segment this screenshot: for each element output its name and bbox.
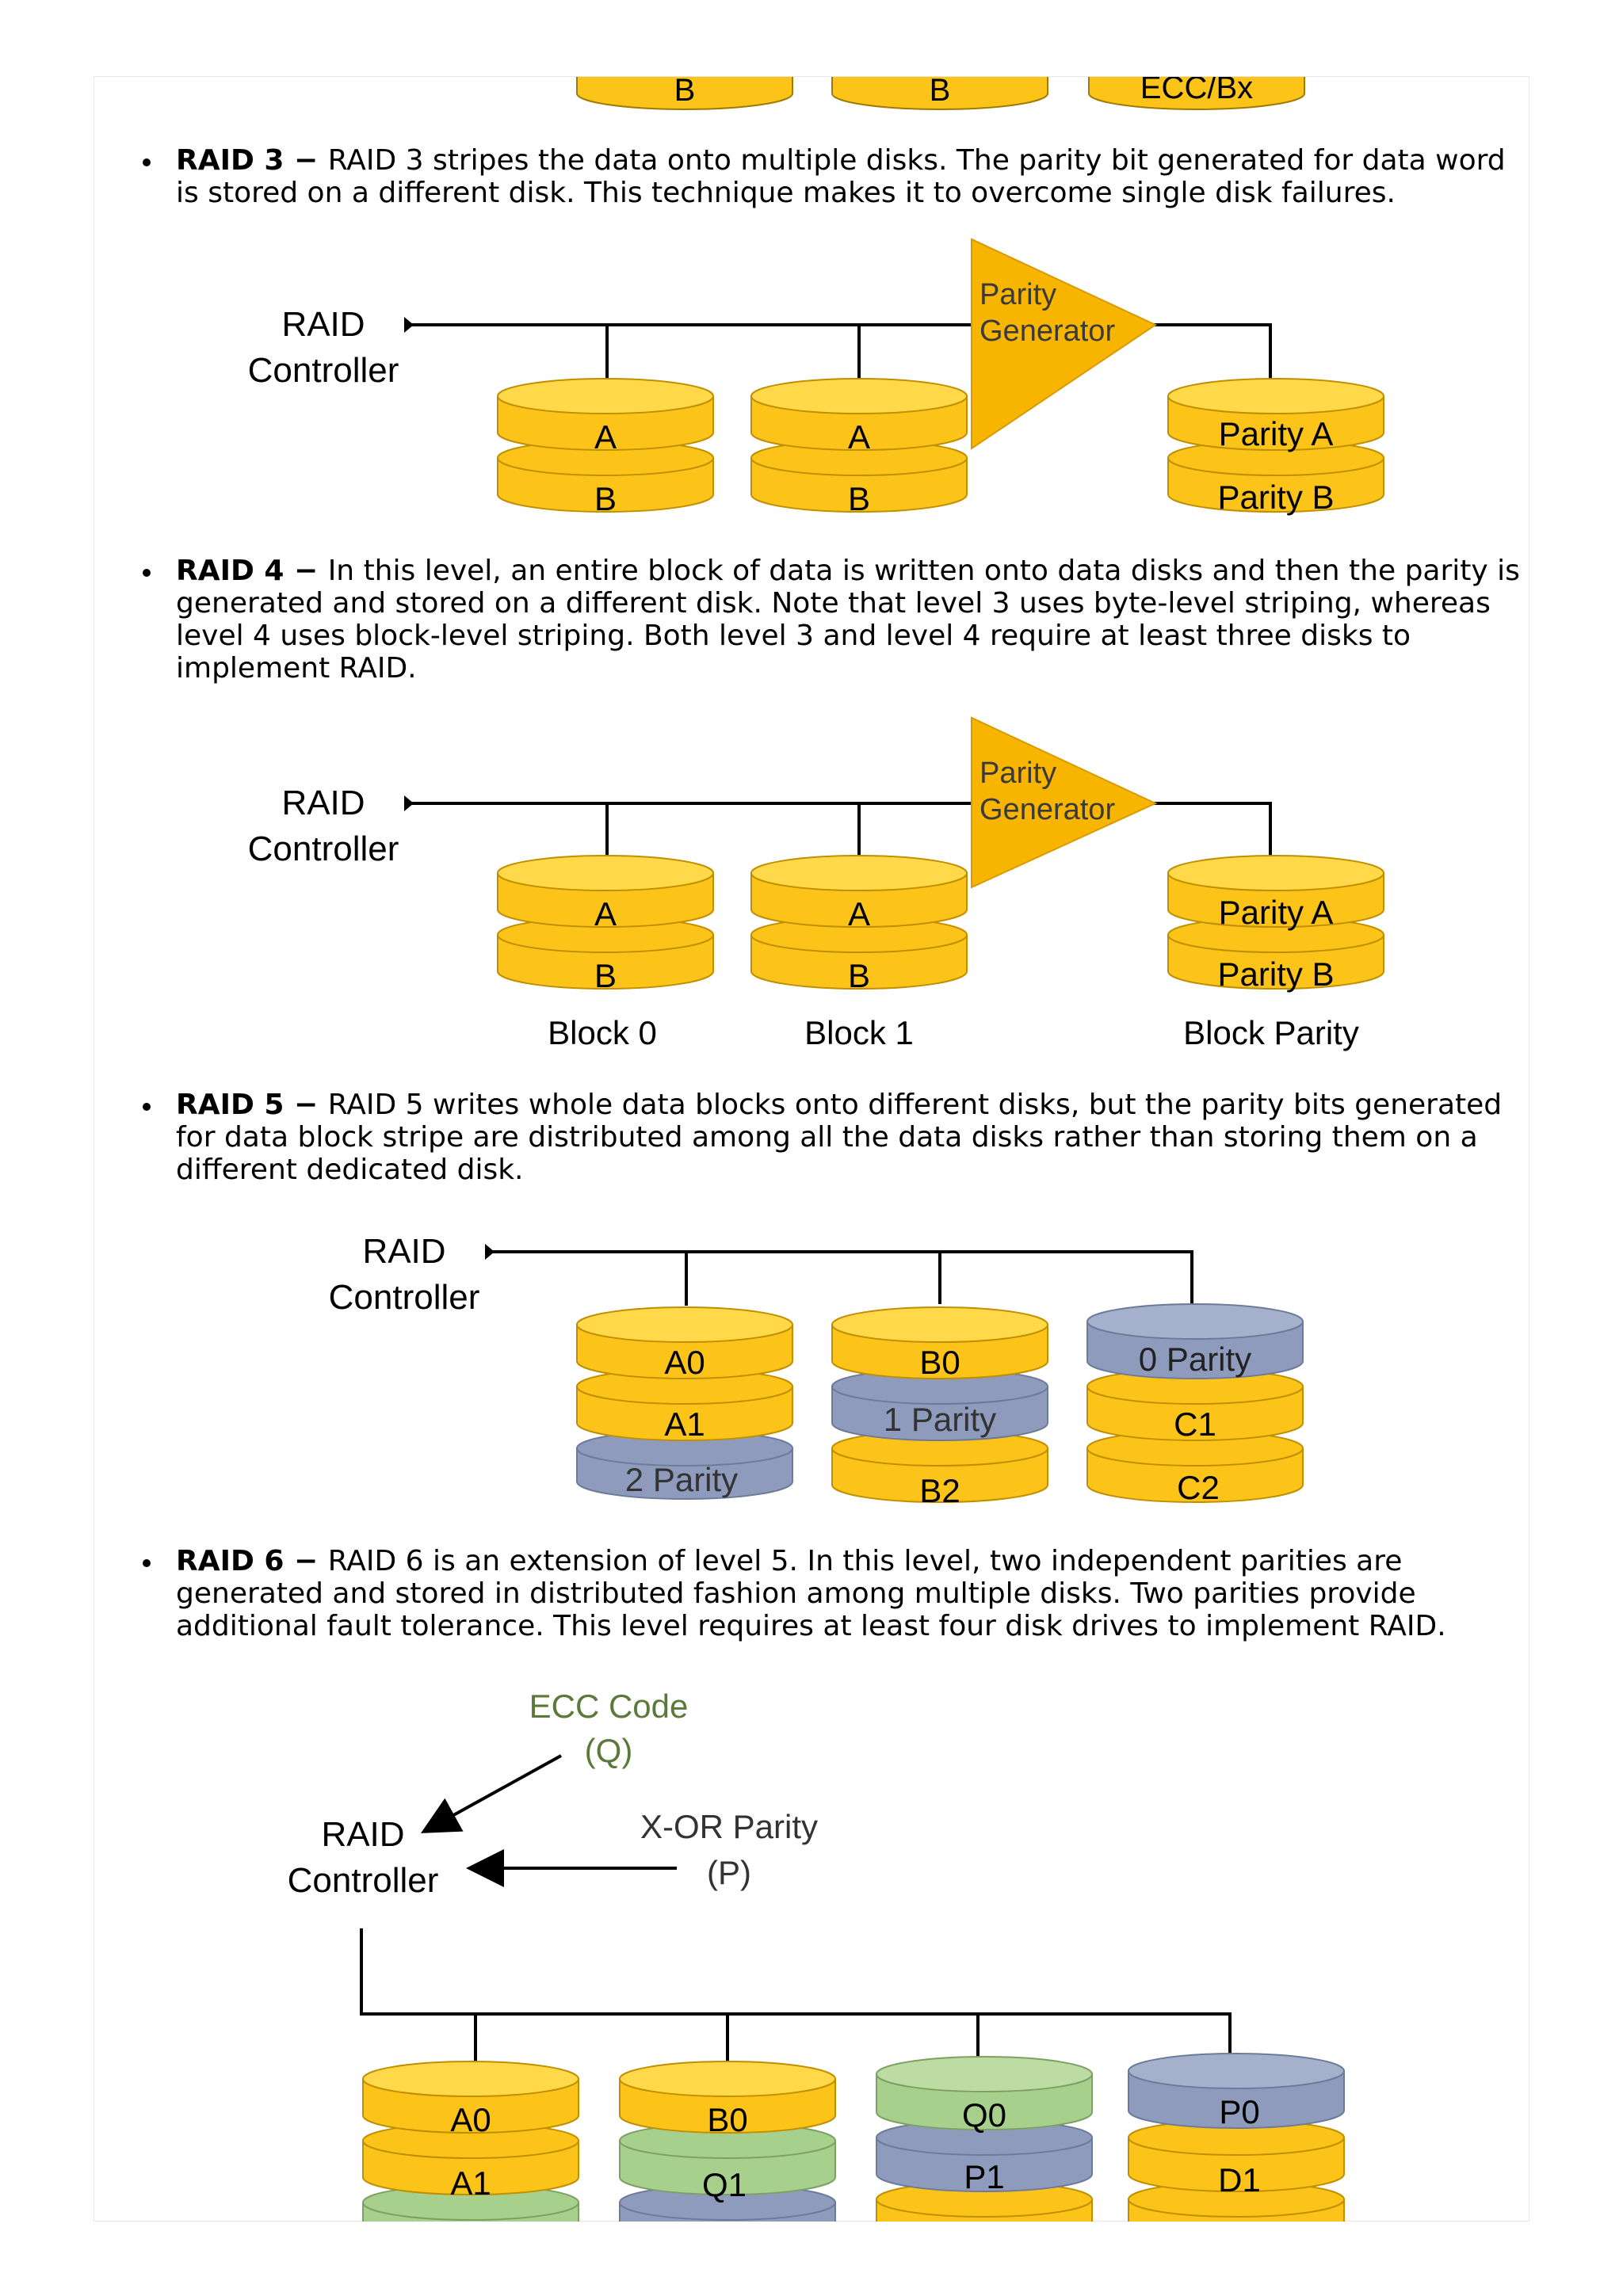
fragment-disk-1: B xyxy=(576,73,793,110)
raid6-ecc-line2: (Q) xyxy=(585,1732,633,1769)
raid5-disk-3-row3: C2 xyxy=(1177,1469,1220,1506)
raid5-disk-2: B0 1 Parity B2 xyxy=(831,1306,1048,1509)
raid5-controller-line1: RAID xyxy=(362,1232,445,1271)
raid5-disk-3: 0 Parity C1 C2 xyxy=(1086,1303,1304,1506)
raid6-disk-4: P0 D1 xyxy=(1128,2053,1345,2222)
raid3-text: RAID 3 stripes the data onto multiple di… xyxy=(176,144,1506,209)
raid5-disk-1: A0 A1 2 Parity xyxy=(576,1306,793,1500)
raid4-controller-line2: Controller xyxy=(248,830,399,868)
raid4-paragraph: RAID 4 − In this level, an entire block … xyxy=(176,555,1523,685)
raid3-controller-line2: Controller xyxy=(248,351,399,390)
raid6-disk-3-row1: Q0 xyxy=(962,2096,1006,2134)
raid4-text: In this level, an entire block of data i… xyxy=(176,555,1520,685)
raid6-xor-line1: X-OR Parity xyxy=(640,1808,818,1845)
raid5-disk-2-row3: B2 xyxy=(919,1472,960,1509)
raid4-diagram: RAID Controller Parity Generator A B A B xyxy=(248,716,1384,1051)
raid6-disk-2-row2: Q1 xyxy=(702,2166,747,2203)
raid5-disk-1-row3: 2 Parity xyxy=(625,1461,738,1498)
top-fragment: B B ECC/Bx xyxy=(576,71,1305,110)
raid4-disk-2-bottom: B xyxy=(848,957,870,994)
raid6-bus-line xyxy=(360,1928,1232,2068)
raid5-disk-1-row2: A1 xyxy=(664,1405,705,1443)
raid5-disk-1-row1: A0 xyxy=(664,1344,705,1381)
raid3-disk-3: Parity A Parity B xyxy=(1167,378,1384,516)
raid6-text: RAID 6 is an extension of level 5. In th… xyxy=(176,1545,1446,1642)
raid5-diagram: RAID Controller A0 A1 2 Parity B0 xyxy=(329,1232,1304,1509)
raid5-disk-3-row1: 0 Parity xyxy=(1139,1341,1251,1378)
raid4-disk-1-top: A xyxy=(594,895,617,933)
raid6-disk-4-row1: P0 xyxy=(1219,2093,1259,2130)
raid3-parity-line2: Generator xyxy=(980,315,1115,348)
bullet-raid4 xyxy=(143,569,151,577)
raid3-disk-1-bottom: B xyxy=(594,480,617,517)
raid4-disk-3-top: Parity A xyxy=(1219,894,1334,931)
raid5-paragraph: RAID 5 − RAID 5 writes whole data blocks… xyxy=(176,1089,1523,1186)
raid5-disk-3-row2: C1 xyxy=(1174,1405,1216,1443)
raid5-disk-2-row2: 1 Parity xyxy=(884,1401,996,1438)
raid4-caption-block-parity: Block Parity xyxy=(1183,1014,1359,1051)
raid6-dash: − xyxy=(284,1545,328,1577)
raid3-disk-2: A B xyxy=(750,378,968,517)
raid4-disk-3: Parity A Parity B xyxy=(1167,855,1384,993)
raid5-controller-line2: Controller xyxy=(329,1278,480,1317)
raid6-xor-line2: (P) xyxy=(707,1854,751,1891)
raid6-disk-2: B0 Q1 xyxy=(619,2061,836,2222)
raid4-disk-2-top: A xyxy=(848,895,870,933)
fragment-disk-1-label: B xyxy=(674,73,696,108)
fragment-disk-2: B xyxy=(831,73,1048,110)
raid4-dash: − xyxy=(284,555,328,587)
raid3-disk-1: A B xyxy=(497,378,714,517)
raid4-parity-generator: Parity Generator xyxy=(971,716,1158,889)
raid3-diagram: RAID Controller Parity Generator A B A B xyxy=(248,238,1384,517)
raid4-disk-2: A B xyxy=(750,855,968,994)
raid6-disk-3-row2: P1 xyxy=(964,2158,1004,2195)
raid6-title: RAID 6 xyxy=(176,1545,285,1577)
raid6-disk-1: A0 A1 xyxy=(362,2061,579,2222)
raid3-disk-2-top: A xyxy=(848,418,870,456)
raid6-controller-line1: RAID xyxy=(321,1815,404,1854)
raid4-parity-line2: Generator xyxy=(980,793,1115,826)
raid4-disk-1-bottom: B xyxy=(594,957,617,994)
fragment-disk-3: ECC/Bx xyxy=(1088,71,1305,110)
raid3-title: RAID 3 xyxy=(176,144,285,177)
raid6-disk-1-row2: A1 xyxy=(450,2164,491,2202)
raid6-controller-line2: Controller xyxy=(288,1861,439,1900)
raid3-disk-1-top: A xyxy=(594,418,617,456)
raid4-disk-1: A B xyxy=(497,855,714,994)
raid4-caption-block1: Block 1 xyxy=(804,1014,914,1051)
bullet-raid3 xyxy=(143,158,151,166)
raid6-disk-2-row1: B0 xyxy=(707,2101,747,2138)
raid6-ecc-line1: ECC Code xyxy=(529,1688,689,1725)
raid4-controller-line1: RAID xyxy=(281,784,365,822)
bullet-raid6 xyxy=(143,1559,151,1567)
raid6-disk-3: Q0 P1 xyxy=(876,2056,1093,2222)
raid4-disk-3-bottom: Parity B xyxy=(1217,955,1334,993)
raid3-dash: − xyxy=(284,144,328,177)
raid6-diagram: ECC Code (Q) X-OR Parity (P) RAID Contro… xyxy=(288,1688,1345,2222)
bullet-raid5 xyxy=(143,1103,151,1111)
raid3-parity-generator: Parity Generator xyxy=(971,238,1158,450)
raid5-title: RAID 5 xyxy=(176,1089,285,1121)
raid3-disk-3-top: Parity A xyxy=(1219,415,1334,452)
raid4-parity-line1: Parity xyxy=(980,757,1056,790)
raid5-dash: − xyxy=(284,1089,328,1121)
raid3-controller-line1: RAID xyxy=(281,305,365,344)
raid5-disk-2-row1: B0 xyxy=(919,1344,960,1381)
raid5-text: RAID 5 writes whole data blocks onto dif… xyxy=(176,1089,1503,1186)
raid4-caption-block0: Block 0 xyxy=(548,1014,657,1051)
raid6-disk-4-row2: D1 xyxy=(1218,2161,1261,2199)
raid4-title: RAID 4 xyxy=(176,555,285,587)
raid6-disk-1-row1: A0 xyxy=(450,2101,491,2138)
fragment-disk-2-label: B xyxy=(930,73,951,108)
raid6-paragraph: RAID 6 − RAID 6 is an extension of level… xyxy=(176,1545,1523,1642)
raid3-parity-line1: Parity xyxy=(980,278,1056,311)
raid6-ecc-arrow xyxy=(420,1754,562,1833)
raid3-paragraph: RAID 3 − RAID 3 stripes the data onto mu… xyxy=(176,144,1523,209)
fragment-disk-3-label: ECC/Bx xyxy=(1140,71,1253,105)
raid3-disk-2-bottom: B xyxy=(848,480,870,517)
raid3-disk-3-bottom: Parity B xyxy=(1217,479,1334,516)
